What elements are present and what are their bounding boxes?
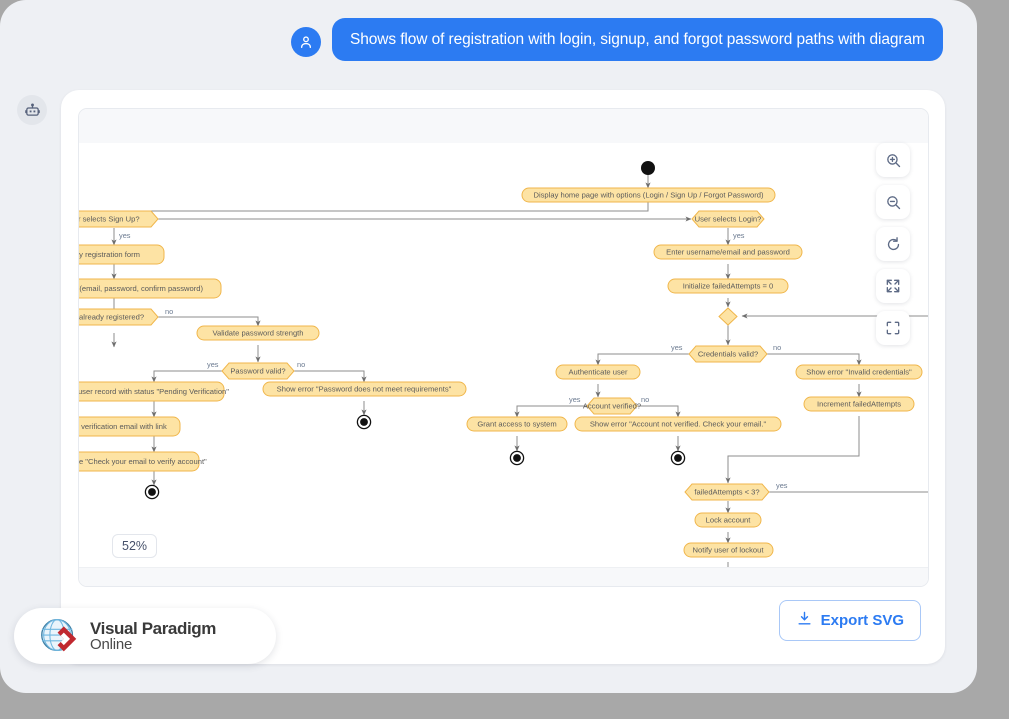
svg-text:Create user record with status: Create user record with status "Pending …: [79, 387, 229, 396]
svg-text:User selects Login?: User selects Login?: [695, 214, 762, 223]
reset-icon[interactable]: [876, 227, 910, 261]
chat-message-user: Shows flow of registration with login, s…: [291, 18, 943, 62]
canvas-toolbar: [876, 143, 910, 345]
svg-text:no: no: [641, 395, 649, 404]
end-node-password-error: [356, 414, 372, 430]
node-increment-failed-attempts: Increment failedAttempts: [803, 396, 915, 412]
merge-node: [718, 307, 738, 326]
node-notify-lockout: Notify user of lockout: [683, 542, 774, 558]
svg-text:yes: yes: [671, 343, 683, 352]
svg-text:Display registration form: Display registration form: [79, 250, 140, 259]
svg-text:Email already registered?: Email already registered?: [79, 312, 144, 321]
node-credentials-valid-decision: Credentials valid?: [688, 345, 768, 363]
node-account-verified-decision: Account verified?: [583, 397, 641, 415]
svg-text:yes: yes: [733, 231, 745, 240]
svg-text:Show error "Password does not: Show error "Password does not meet requi…: [277, 385, 452, 394]
export-svg-button[interactable]: Export SVG: [778, 600, 921, 641]
svg-text:Notify user of lockout: Notify user of lockout: [693, 546, 765, 555]
svg-text:yes: yes: [776, 481, 788, 490]
node-login-decision: User selects Login?: [691, 210, 765, 228]
svg-text:Enter username/email and passw: Enter username/email and password: [666, 248, 790, 257]
node-send-verification-email: Send verification email with link: [79, 416, 181, 437]
node-invalid-credentials-error: Show error "Invalid credentials": [795, 364, 923, 380]
end-node-not-verified: [670, 450, 686, 466]
activity-diagram-svg: yes no yes no yes yes no yes no yes: [79, 161, 928, 586]
svg-text:Password valid?: Password valid?: [230, 366, 285, 375]
robot-icon: [17, 95, 47, 125]
svg-text:Increment failedAttempts: Increment failedAttempts: [817, 400, 901, 409]
visual-paradigm-logo: Visual Paradigm Online: [14, 608, 276, 664]
canvas-bottom-strip: [79, 567, 928, 586]
svg-text:no: no: [297, 360, 305, 369]
node-authenticate-user: Authenticate user: [555, 364, 641, 380]
node-account-not-verified-error: Show error "Account not verified. Check …: [574, 416, 782, 432]
svg-text:Lock account: Lock account: [706, 516, 752, 525]
svg-text:Validate password strength: Validate password strength: [212, 329, 303, 338]
download-icon: [796, 610, 813, 631]
zoom-out-icon[interactable]: [876, 185, 910, 219]
node-check-email-message: Show message "Check your email to verify…: [79, 451, 207, 472]
node-registration-fields: Enter details (email, password, confirm …: [79, 278, 222, 299]
svg-text:User selects Sign Up?: User selects Sign Up?: [79, 214, 140, 223]
node-failed-attempts-decision: failedAttempts < 3?: [684, 483, 770, 501]
node-grant-access: Grant access to system: [466, 416, 568, 432]
node-create-record-pending: Create user record with status "Pending …: [79, 381, 229, 402]
svg-text:Authenticate user: Authenticate user: [568, 368, 628, 377]
canvas-scroll-area[interactable]: yes no yes no yes yes no yes no yes: [79, 143, 928, 586]
person-icon: [291, 27, 321, 57]
svg-text:yes: yes: [207, 360, 219, 369]
svg-text:yes: yes: [569, 395, 581, 404]
svg-text:yes: yes: [119, 231, 131, 240]
node-display-registration-form: Display registration form: [79, 244, 165, 265]
svg-text:Initialize failedAttempts = 0: Initialize failedAttempts = 0: [683, 282, 774, 291]
diagram-canvas[interactable]: yes no yes no yes yes no yes no yes: [78, 108, 929, 587]
svg-text:Show error "Account not verifi: Show error "Account not verified. Check …: [590, 420, 767, 429]
svg-text:Account verified?: Account verified?: [583, 401, 641, 410]
export-svg-label: Export SVG: [820, 612, 904, 629]
end-node-signup: [144, 484, 160, 500]
node-validate-password-strength: Validate password strength: [196, 325, 320, 341]
node-email-already-registered-decision: Email already registered?: [79, 308, 159, 326]
end-node-grant: [509, 450, 525, 466]
user-message-text: Shows flow of registration with login, s…: [332, 18, 943, 62]
node-signup-decision: User selects Sign Up?: [79, 210, 159, 228]
svg-text:no: no: [773, 343, 781, 352]
svg-text:failedAttempts < 3?: failedAttempts < 3?: [694, 487, 759, 496]
svg-text:Show message "Check your email: Show message "Check your email to verify…: [79, 457, 207, 466]
svg-text:Grant access to system: Grant access to system: [477, 420, 556, 429]
node-password-valid-decision: Password valid?: [221, 362, 295, 380]
vp-globe-icon: [41, 619, 77, 652]
logo-line-2: Online: [90, 636, 133, 653]
svg-text:Enter details (email, password: Enter details (email, password, confirm …: [79, 284, 203, 293]
app-window: Shows flow of registration with login, s…: [0, 0, 977, 693]
zoom-level-badge: 52%: [112, 534, 158, 558]
zoom-in-icon[interactable]: [876, 143, 910, 177]
svg-text:Send verification email with l: Send verification email with link: [79, 422, 167, 431]
node-lock-account: Lock account: [694, 512, 762, 528]
svg-text:no: no: [165, 307, 173, 316]
svg-text:Credentials valid?: Credentials valid?: [698, 349, 758, 358]
fit-screen-icon[interactable]: [876, 269, 910, 303]
fullscreen-icon[interactable]: [876, 311, 910, 345]
canvas-top-strip: [79, 109, 928, 144]
svg-text:Display home page with options: Display home page with options (Login / …: [533, 191, 764, 200]
logo-line-1: Visual Paradigm: [90, 619, 216, 638]
start-node: [641, 161, 655, 175]
node-home: Display home page with options (Login / …: [521, 187, 776, 203]
node-initialize-failed-attempts: Initialize failedAttempts = 0: [667, 278, 789, 294]
node-enter-credentials: Enter username/email and password: [653, 244, 803, 260]
diagram-card: yes no yes no yes yes no yes no yes: [61, 90, 945, 664]
node-password-error: Show error "Password does not meet requi…: [262, 381, 467, 397]
svg-text:Show error "Invalid credential: Show error "Invalid credentials": [806, 368, 912, 377]
